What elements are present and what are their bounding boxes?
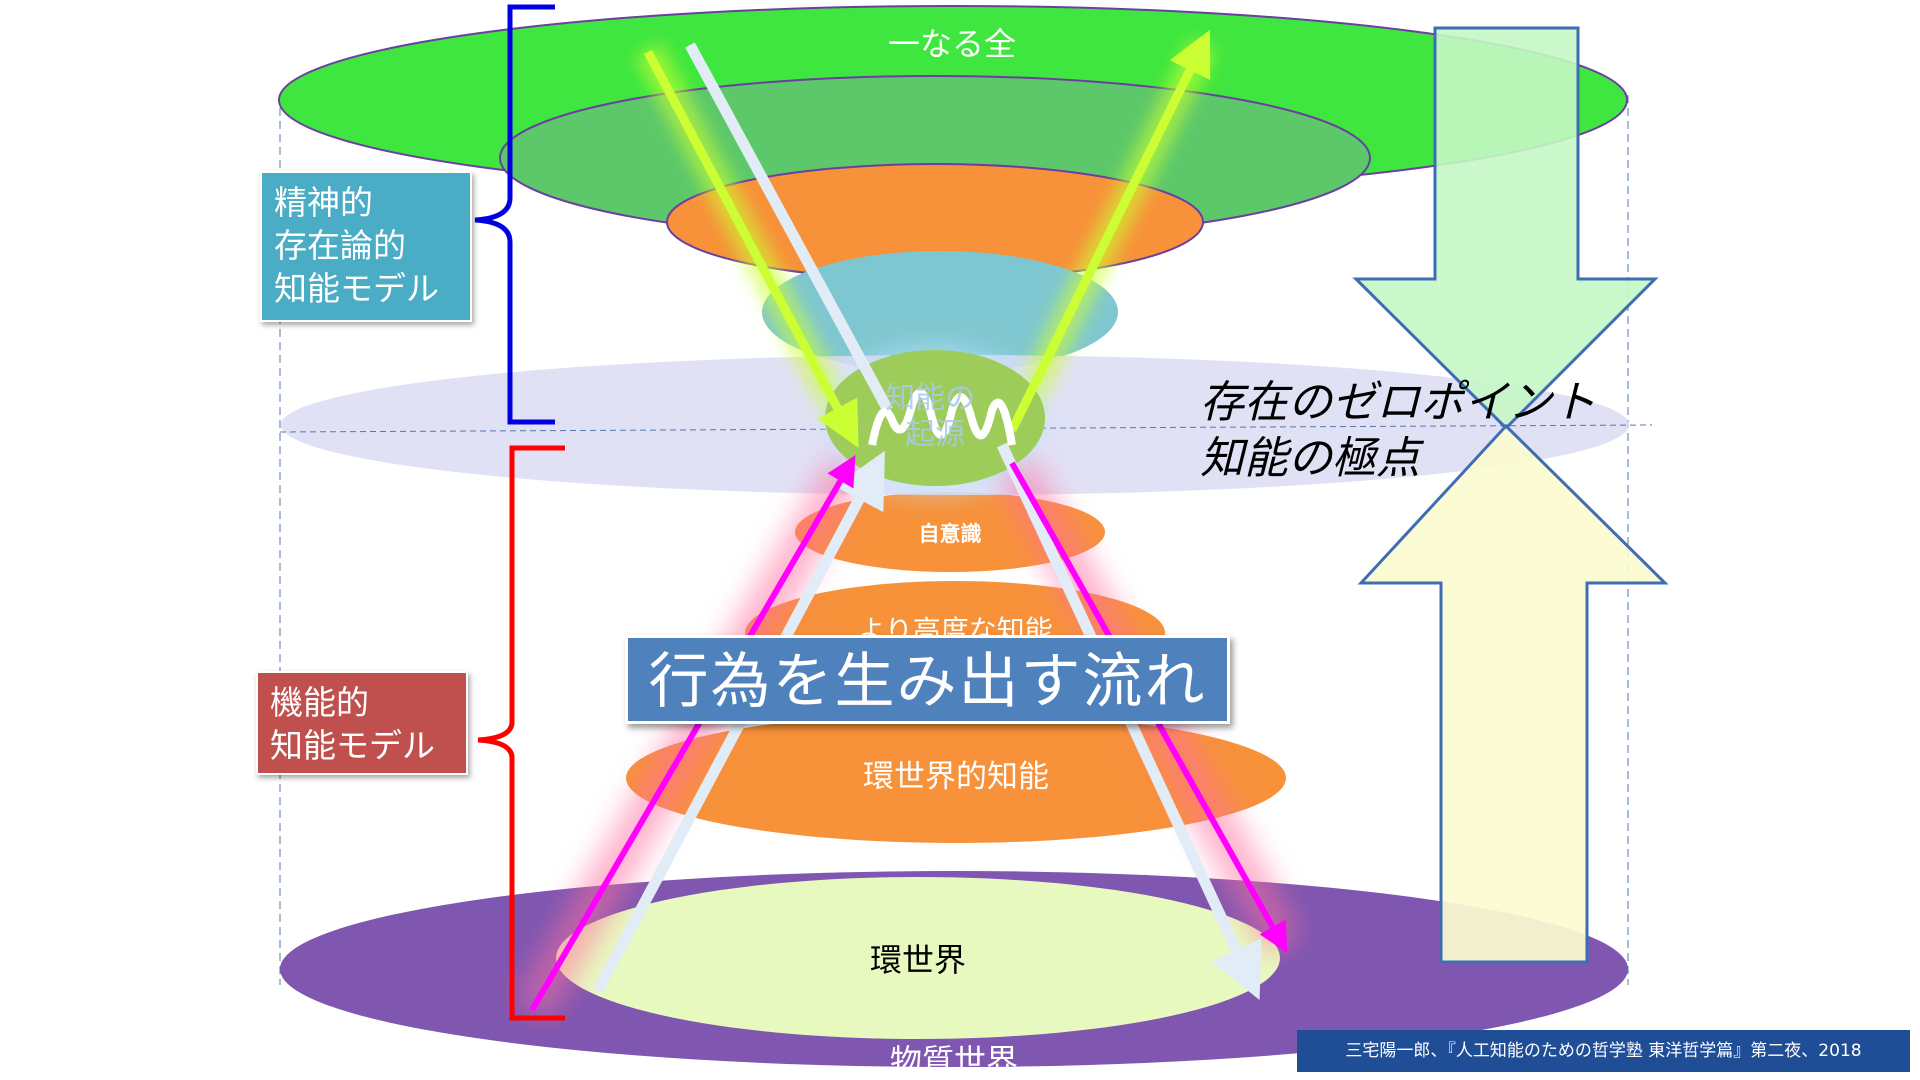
magenta-arrow-up bbox=[529, 455, 856, 1012]
intelligence-origin-label: 知能の 起源 bbox=[885, 381, 985, 452]
white-arrow-down bbox=[685, 42, 893, 413]
plane-center-line bbox=[279, 424, 1653, 433]
umwelt-ellipse bbox=[556, 877, 1280, 1039]
functional-bracket bbox=[477, 445, 565, 1021]
zero-point-line1: 存在のゼロポイント bbox=[1200, 377, 1596, 428]
down-arrow bbox=[1352, 26, 1659, 431]
zero-point-line2: 知能の極点 bbox=[1200, 433, 1420, 484]
self-awareness-label: 自意識 bbox=[919, 522, 982, 546]
lime-arrow-up bbox=[1007, 29, 1211, 432]
material-world-label: 物質世界 bbox=[890, 1042, 1018, 1080]
lime-arrow-down bbox=[644, 49, 859, 448]
spiritual-model-label: 精神的 存在論的 知能モデル bbox=[260, 171, 472, 322]
zero-point-text: 存在のゼロポイント 知能の極点 bbox=[1200, 375, 1640, 487]
white-arrow-up bbox=[593, 450, 885, 993]
zigzag-wave bbox=[868, 388, 1016, 446]
top-label: 一なる全 bbox=[888, 25, 1016, 63]
action-flow-banner: 行為を生み出す流れ bbox=[625, 635, 1230, 724]
umwelt-intelligence-disc bbox=[626, 713, 1286, 843]
umwelt-intelligence-label: 環世界的知能 bbox=[863, 759, 1049, 795]
spiritual-bracket bbox=[474, 4, 555, 425]
up-arrow bbox=[1357, 423, 1669, 964]
citation: 三宅陽一郎、『人工知能のための哲学塾 東洋哲学篇』第二夜、2018 bbox=[1297, 1030, 1910, 1072]
functional-model-label: 機能的 知能モデル bbox=[256, 671, 468, 775]
umwelt-label: 環世界 bbox=[870, 941, 966, 979]
